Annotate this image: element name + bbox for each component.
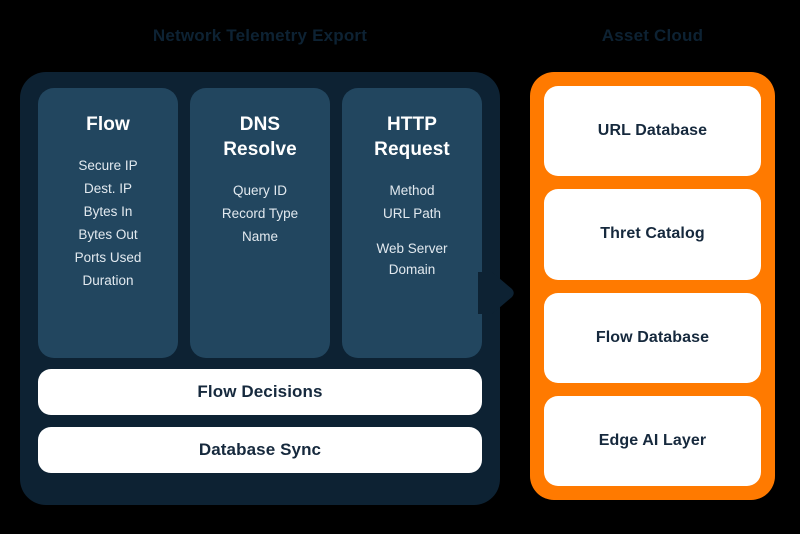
column-title: HTTP Request <box>374 114 450 160</box>
left-panel-title: Network Telemetry Export <box>152 26 368 45</box>
column-item-list: Secure IP Dest. IP Bytes In Bytes Out Po… <box>75 155 142 291</box>
column-title: Flow <box>86 114 130 135</box>
column-item: Name <box>241 229 278 244</box>
column-item-list: Method URL Path Web Server Domain <box>376 180 447 280</box>
column-item: Dest. IP <box>83 181 132 196</box>
column-item: Duration <box>82 273 134 288</box>
bar-database-sync[interactable]: Database Sync <box>38 427 482 473</box>
column-item: Bytes In <box>83 204 133 219</box>
asset-cloud-panel: URL Database Thret Catalog Flow Database… <box>530 72 775 500</box>
column-item: Bytes Out <box>78 227 138 242</box>
column-item: Method <box>389 183 435 198</box>
cloud-card-flow-database[interactable]: Flow Database <box>544 292 761 383</box>
column-item: Web Server Domain <box>376 241 448 277</box>
column-title: DNS Resolve <box>223 114 297 160</box>
cloud-card-url-database[interactable]: URL Database <box>544 86 761 177</box>
telemetry-column-flow[interactable]: Flow Secure IP Dest. IP Bytes In Bytes O… <box>38 88 178 358</box>
cloud-card-thret-catalog[interactable]: Thret Catalog <box>544 189 761 280</box>
telemetry-columns-row: Flow Secure IP Dest. IP Bytes In Bytes O… <box>38 88 482 358</box>
column-item: Ports Used <box>74 250 142 265</box>
column-item: URL Path <box>382 206 442 221</box>
column-item: Query ID <box>232 183 287 198</box>
column-item: Secure IP <box>78 158 138 173</box>
telemetry-column-dns-resolve[interactable]: DNS Resolve Query ID Record Type Name <box>190 88 330 358</box>
column-item-list: Query ID Record Type Name <box>222 180 298 247</box>
right-panel-title: Asset Cloud <box>601 26 704 45</box>
telemetry-export-panel: Flow Secure IP Dest. IP Bytes In Bytes O… <box>20 72 500 505</box>
bar-flow-decisions[interactable]: Flow Decisions <box>38 369 482 415</box>
column-item: Record Type <box>221 206 299 221</box>
cloud-card-edge-ai-layer[interactable]: Edge AI Layer <box>544 395 761 486</box>
telemetry-column-http-request[interactable]: HTTP Request Method URL Path Web Server … <box>342 88 482 358</box>
